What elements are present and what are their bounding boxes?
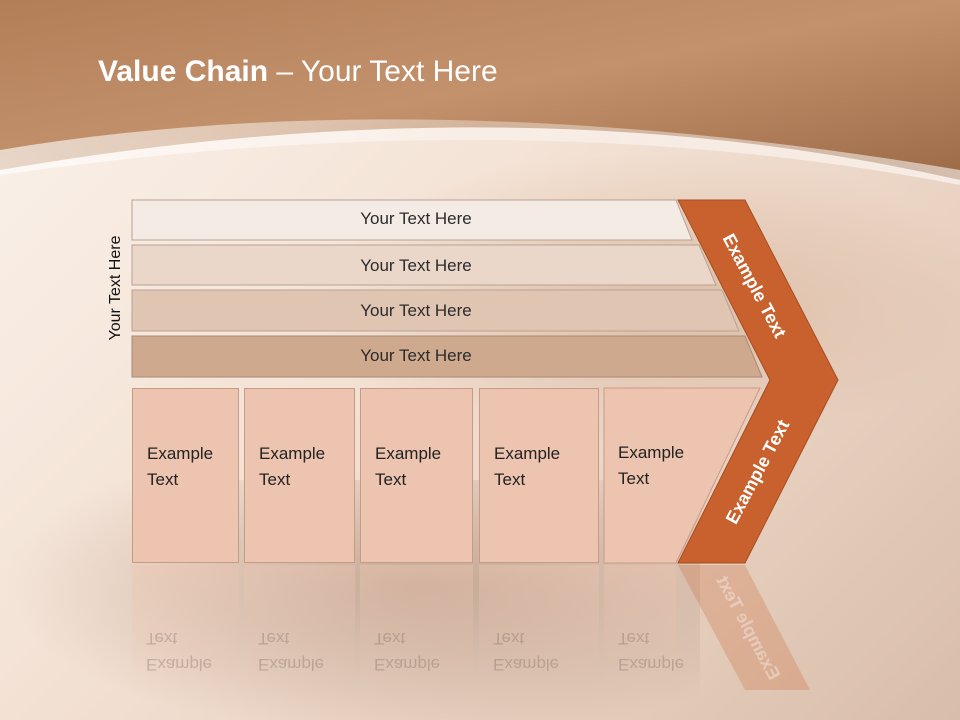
box-line2: Text: [259, 470, 291, 489]
reflect-line1: Example: [493, 655, 560, 674]
reflect-line1: Example: [146, 655, 213, 674]
box-reflection: Example Text: [479, 565, 599, 695]
support-bar-shape: [131, 244, 717, 286]
support-bar-label: Your Text Here: [360, 209, 472, 228]
arrow-chevron: [677, 199, 839, 564]
arrow-reflection: [678, 565, 810, 690]
box-line1: Example: [618, 443, 685, 462]
support-bar-label: Your Text Here: [360, 346, 472, 365]
box-line1: Example: [259, 444, 326, 463]
box-reflection: Example Text: [132, 565, 239, 695]
box-line2: Text: [494, 470, 526, 489]
box-line2: Text: [618, 469, 650, 488]
support-bar-shape: [131, 289, 740, 332]
box-line1: Example: [494, 444, 561, 463]
box-reflection: Example Text: [360, 565, 473, 695]
title-bold: Value Chain: [98, 55, 269, 88]
reflect-line2: Text: [258, 629, 290, 648]
primary-box-shape: [603, 387, 761, 564]
box-line2: Text: [375, 470, 407, 489]
box-line1: Example: [375, 444, 442, 463]
box-line1: Example: [147, 444, 214, 463]
reflect-line2: Text: [618, 629, 650, 648]
reflect-line1: Example: [618, 655, 685, 674]
title-rest: – Your Text Here: [268, 55, 498, 88]
slide-title: Value Chain – Your Text Here: [98, 55, 498, 89]
box-reflection: Example Text: [244, 565, 355, 695]
reflect-line2: Text: [146, 629, 178, 648]
reflect-line2: Text: [493, 629, 525, 648]
reflect-line2: Text: [374, 629, 406, 648]
support-bar-label: Your Text Here: [360, 256, 472, 275]
box-reflection: Example Text: [604, 565, 684, 695]
support-bar-shape: [131, 199, 693, 241]
reflect-line1: Example: [374, 655, 441, 674]
support-bar-shape: [131, 335, 763, 378]
reflect-line1: Example: [258, 655, 325, 674]
header-band: [0, 0, 960, 185]
support-bar-label: Your Text Here: [360, 301, 472, 320]
box-line2: Text: [147, 470, 179, 489]
